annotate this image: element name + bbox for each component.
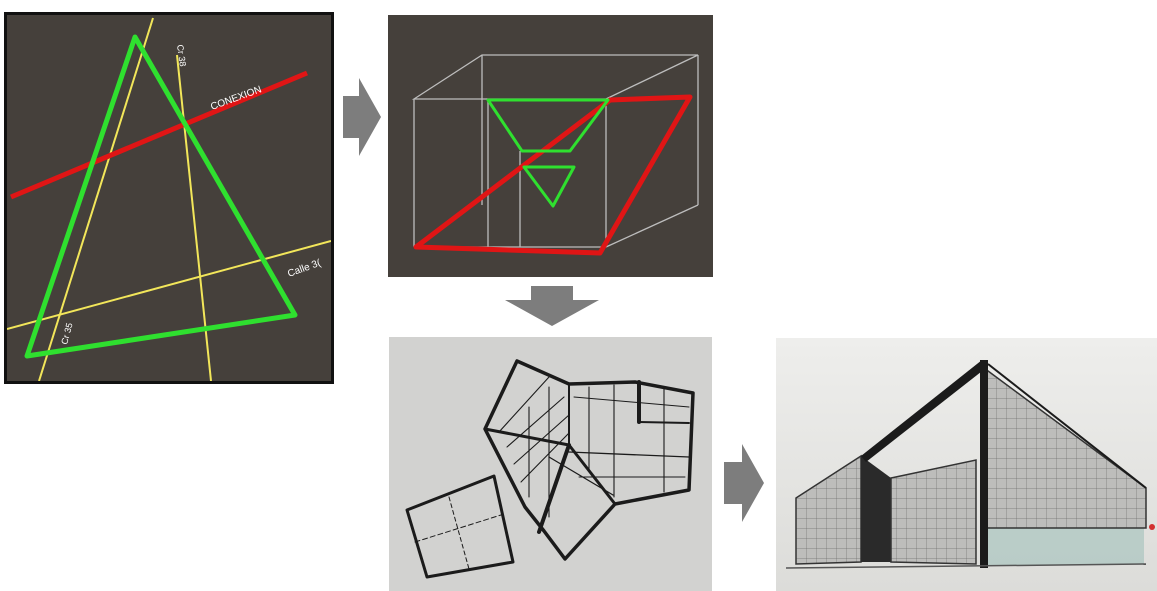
street-line-cr35 [39,18,153,381]
green-void-lower [524,167,574,206]
site-plan-diagram: CONEXION Cr 38 Calle 3( Cr 35 [7,15,331,381]
site-plan-panel: CONEXION Cr 38 Calle 3( Cr 35 [4,12,334,384]
main-column [980,360,988,568]
red-base-plane [416,97,690,253]
vanishing-point-marker [1149,524,1155,530]
label-calle: Calle 3( [286,257,323,279]
hand-sketch-panel [389,337,712,591]
site-triangle [27,37,295,356]
label-cr35: Cr 35 [59,322,74,346]
volume-diagram-panel [388,15,713,277]
glass-band [984,528,1144,566]
label-connection: CONEXION [209,84,263,113]
volume-diagram [388,15,713,277]
flow-arrow-down [505,286,599,326]
final-render-panel [776,338,1157,591]
green-void-upper [488,100,608,151]
hand-sketch [389,337,712,591]
middle-facade [891,460,976,564]
flow-arrow-right-2 [724,444,764,522]
flow-arrow-right-1 [343,78,381,156]
connection-axis [11,73,307,197]
final-render [776,338,1157,591]
